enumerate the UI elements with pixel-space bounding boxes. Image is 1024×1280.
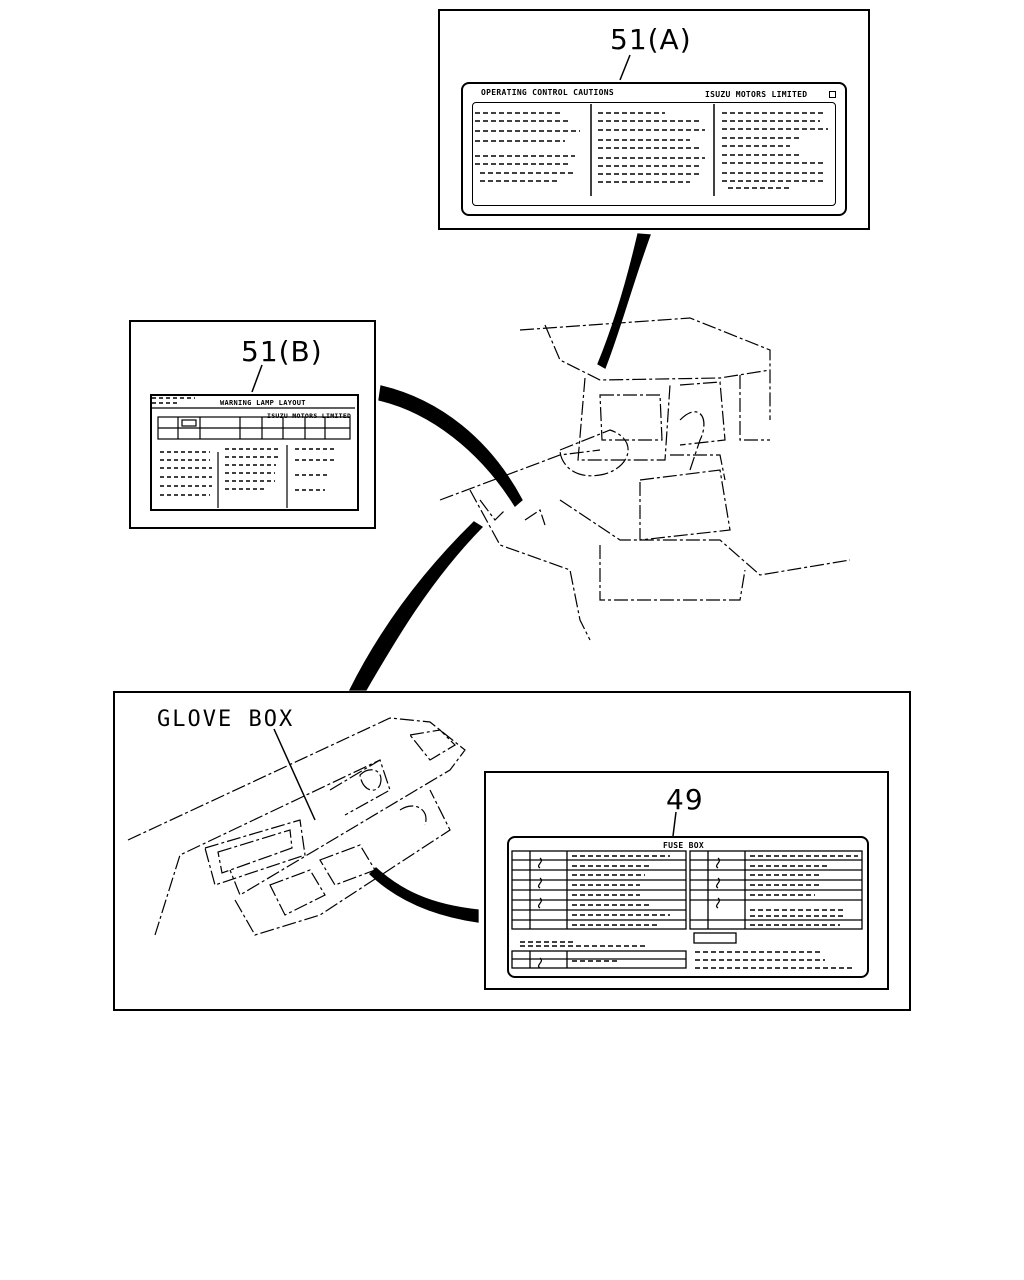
fuse-box-plate: FUSE BOX	[507, 836, 869, 978]
cab-interior	[439, 317, 851, 641]
warning-lamp-plate: WARNING LAMP LAYOUT ISUZU MOTORS LIMITED	[150, 394, 359, 511]
warning-lamp-maker: ISUZU MOTORS LIMITED	[267, 412, 352, 420]
label-51a-text-marks	[475, 112, 828, 189]
callout-49: 49	[666, 783, 704, 816]
operating-cautions-plate: OPERATING CONTROL CAUTIONS ISUZU MOTORS …	[461, 82, 847, 216]
glove-box-title: GLOVE BOX	[157, 707, 295, 732]
operating-cautions-maker: ISUZU MOTORS LIMITED	[705, 90, 808, 99]
square-icon	[829, 91, 836, 98]
label-51a-panel: 51(A) OPERATING CONTROL CAUTIONS ISUZU M…	[438, 9, 870, 230]
label-51b-table	[151, 407, 355, 508]
warning-lamp-heading: WARNING LAMP LAYOUT	[220, 399, 306, 407]
callout-51b: 51(B)	[241, 335, 323, 368]
fuse-box-table	[511, 850, 863, 969]
callout-51a: 51(A)	[610, 23, 692, 56]
label-51b-panel: 51(B) WARNING LAMP LAYOUT ISUZU MOTORS L…	[129, 320, 376, 529]
inner-frame	[472, 102, 836, 206]
fuse-box-heading: FUSE BOX	[663, 841, 704, 850]
glove-box-sketch	[127, 717, 466, 936]
operating-cautions-heading: OPERATING CONTROL CAUTIONS	[481, 88, 615, 97]
